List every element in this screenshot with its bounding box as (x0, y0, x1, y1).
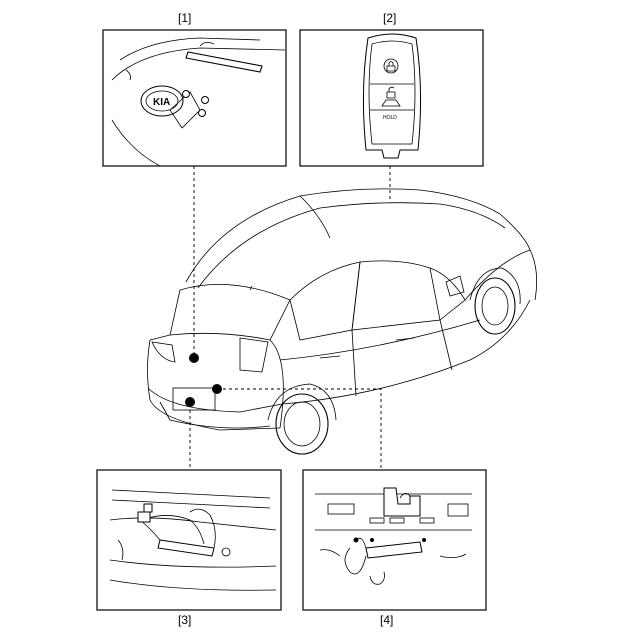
callout-label-1: [1] (178, 11, 191, 25)
callout-label-3: [3] (178, 613, 191, 627)
smart-key-fob-icon: HOLD (362, 33, 422, 159)
front-wheel (474, 277, 516, 335)
kia-emblem-icon: KIA (140, 85, 184, 117)
lock-icon (383, 58, 399, 74)
nut-icon (182, 90, 190, 98)
callout-label-2: [2] (383, 11, 396, 25)
detail-panel-1: KIA (102, 29, 287, 167)
leader-lines (189, 166, 391, 470)
svg-text:KIA: KIA (153, 97, 170, 108)
trunk-icon (381, 99, 401, 107)
detail-panel-2: HOLD (299, 29, 484, 167)
rear-wheel (275, 393, 329, 455)
connector-icon (137, 511, 151, 523)
svg-text:HOLD: HOLD (383, 115, 397, 121)
detail-panel-4 (302, 469, 487, 611)
callout-point-3 (185, 397, 195, 407)
vehicle-rear-view (147, 188, 538, 455)
callout-label-4: [4] (380, 613, 393, 627)
callout-point-1 (189, 353, 199, 363)
nut-icon (201, 96, 209, 104)
detail-panel-3 (96, 469, 282, 611)
license-lamp (157, 539, 215, 557)
unlock-icon (386, 86, 396, 99)
lamp-unit (365, 541, 423, 559)
nut-icon (198, 109, 206, 117)
callout-point-4 (212, 384, 222, 394)
